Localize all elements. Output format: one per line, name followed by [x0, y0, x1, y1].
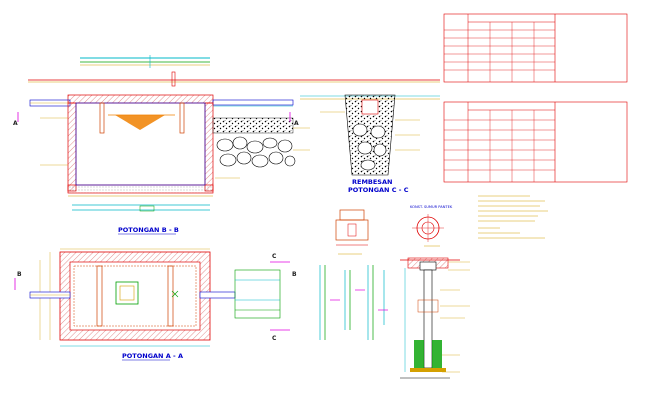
cover-detail — [335, 209, 369, 255]
spec-table-lower — [443, 101, 628, 183]
marker-c-top: C — [272, 253, 277, 260]
rebar-detail — [319, 265, 388, 340]
section-bb-title: POTONGAN B - B — [118, 226, 179, 234]
section-aa-drawing — [14, 248, 290, 347]
section-cc-title-line1: REMBESAN — [352, 178, 392, 186]
marker-b-right: B — [292, 271, 297, 278]
marker-a-left: A — [13, 120, 18, 127]
notes-block — [478, 195, 548, 239]
section-aa-title: POTONGAN A - A — [122, 352, 183, 360]
well-plan-symbol — [412, 214, 444, 247]
section-bb-drawing — [17, 55, 310, 212]
section-cc-title-line2: POTONGAN C - C — [348, 186, 409, 194]
spec-table-upper — [443, 13, 628, 83]
marker-b-left: B — [17, 271, 22, 278]
well-detail-title: KONST. SUMUR PANTEK — [410, 205, 453, 209]
marker-a-right: A — [294, 120, 299, 127]
well-section — [400, 257, 470, 379]
marker-c-bottom: C — [272, 335, 277, 342]
section-cc-drawing — [300, 79, 440, 176]
